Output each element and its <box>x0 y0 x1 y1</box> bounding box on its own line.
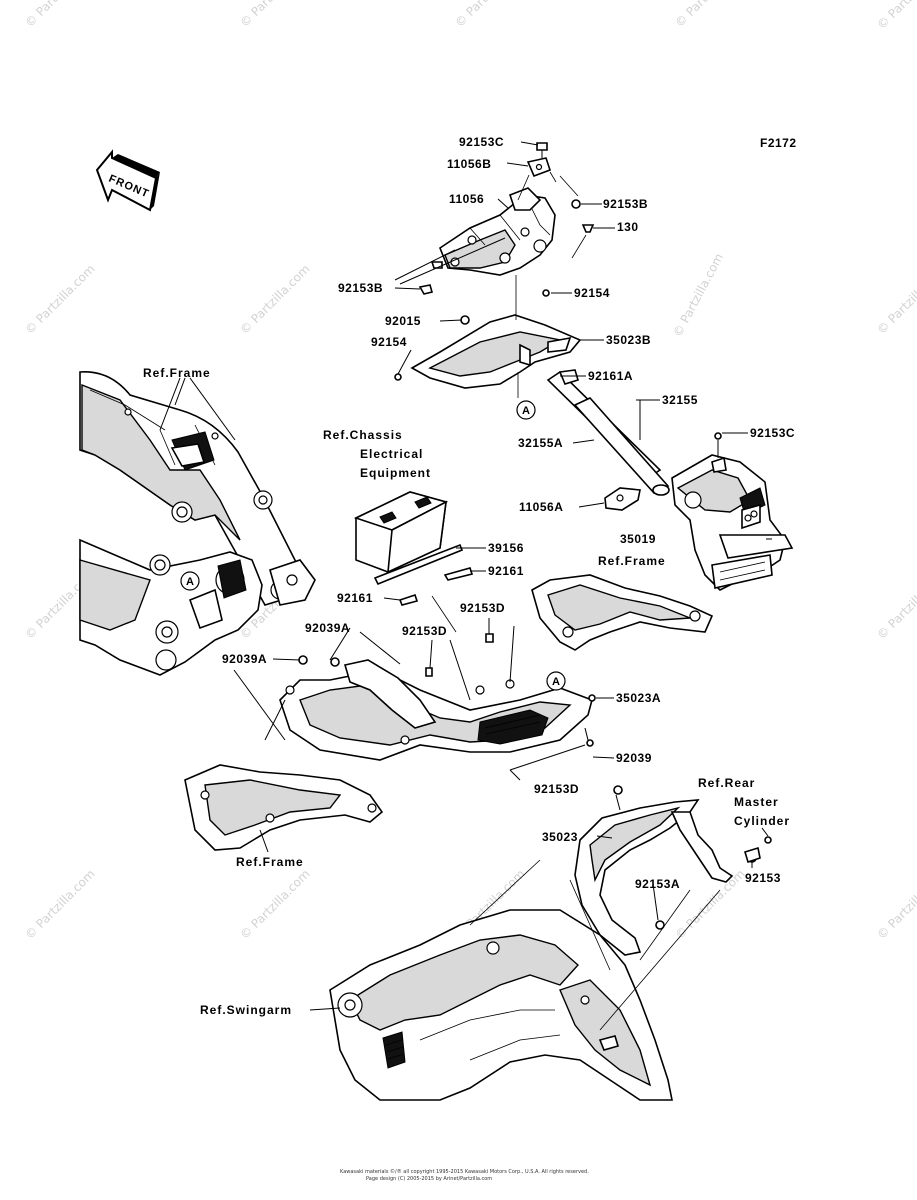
part-label-92153b: 92153B <box>338 281 383 295</box>
battery-illustration <box>353 491 449 574</box>
part-label-92153d: 92153D <box>402 624 447 638</box>
watermark: © Partzilla.com <box>452 0 527 30</box>
ref-chassis-line1: Ref.Chassis <box>323 428 403 442</box>
part-label-92039a: 92039A <box>222 652 267 666</box>
part-label-32155: 32155 <box>662 393 698 407</box>
part-label-92153a: 92153A <box>635 877 680 891</box>
part-label-11056b: 11056B <box>447 157 491 171</box>
part-label-39156: 39156 <box>488 541 524 555</box>
callout-a-left: A <box>180 571 200 591</box>
watermark: © Partzilla.com <box>672 867 747 942</box>
part-label-92015: 92015 <box>385 314 421 328</box>
part-label-130: 130 <box>617 220 639 234</box>
watermark: © Partzilla.com <box>237 0 312 30</box>
frame-left-illustration <box>79 371 301 606</box>
part-label-11056: 11056 <box>449 192 484 206</box>
part-label-92153: 92153 <box>745 871 781 885</box>
ref-frame-bottom: Ref.Frame <box>236 855 304 869</box>
ref-rear-master-line1: Ref.Rear <box>698 776 755 790</box>
frame-lower-left-illustration <box>79 538 316 676</box>
watermark: © Partzilla.com <box>874 0 917 32</box>
callout-marker: A <box>552 676 560 688</box>
ref-swingarm: Ref.Swingarm <box>200 1003 292 1017</box>
part-label-35023: 35023 <box>542 830 578 844</box>
part-label-92153c: 92153C <box>459 135 504 149</box>
watermark: © Partzilla.com <box>672 0 747 30</box>
part-label-92153d: 92153D <box>534 782 579 796</box>
part-label-92161: 92161 <box>337 591 373 605</box>
part-label-92039: 92039 <box>616 751 652 765</box>
part-label-92153c: 92153C <box>750 426 795 440</box>
ref-frame-top: Ref.Frame <box>143 366 211 380</box>
footer: Kawasaki materials ©/® all copyright 199… <box>340 1168 589 1182</box>
cover-35023b-illustration <box>394 314 582 389</box>
callout-marker: A <box>522 405 530 417</box>
callout-a-upper: A <box>516 400 536 420</box>
callout-marker: A <box>186 576 194 588</box>
strap-39156-illustration <box>373 543 474 606</box>
leader-lines <box>159 141 772 1031</box>
figure-id: F2172 <box>760 136 797 150</box>
part-label-92039a: 92039A <box>305 621 350 635</box>
watermark: © Partzilla.com <box>874 262 917 337</box>
reference-labels: Ref.Frame Ref.Chassis Electrical Equipme… <box>143 366 790 1017</box>
part-label-35023a: 35023A <box>616 691 661 705</box>
part-label-35019: 35019 <box>620 532 656 546</box>
part-label-92153b: 92153B <box>603 197 648 211</box>
callout-a-lower: A <box>546 671 566 691</box>
frame-bottom-illustration <box>184 764 384 851</box>
tail-35019-illustration <box>671 432 794 591</box>
front-arrow-icon: FRONT <box>95 149 160 212</box>
watermark: © Partzilla.com <box>670 251 726 339</box>
ref-rear-master-line3: Cylinder <box>734 814 790 828</box>
ref-chassis-line3: Equipment <box>360 466 431 480</box>
watermark: © Partzilla.com <box>22 262 97 337</box>
cover-35023-illustration <box>574 785 772 956</box>
watermark: © Partzilla.com <box>237 867 312 942</box>
part-label-92161a: 92161A <box>588 369 633 383</box>
part-label-92161: 92161 <box>488 564 524 578</box>
cover-35023a-illustration <box>279 633 596 761</box>
tube-32155-illustration <box>546 369 670 496</box>
ref-chassis-line2: Electrical <box>360 447 423 461</box>
watermark: © Partzilla.com <box>874 867 917 942</box>
seat-bracket-illustration <box>418 142 595 297</box>
part-label-92154: 92154 <box>371 335 407 349</box>
footer-copyright: Kawasaki materials ©/® all copyright 199… <box>340 1168 589 1175</box>
part-label-32155a: 32155A <box>518 436 563 450</box>
swingarm-illustration <box>329 909 673 1101</box>
part-labels: 92153C 11056B 11056 92153B 130 92153B 92… <box>222 135 795 891</box>
part-label-92153d: 92153D <box>460 601 505 615</box>
watermark: © Partzilla.com <box>22 867 97 942</box>
watermark: © Partzilla.com <box>237 262 312 337</box>
part-label-35023b: 35023B <box>606 333 651 347</box>
ref-rear-master-line2: Master <box>734 795 779 809</box>
watermark: © Partzilla.com <box>874 567 917 642</box>
ref-frame-right: Ref.Frame <box>598 554 666 568</box>
bracket-11056a-illustration <box>604 487 641 511</box>
part-label-11056a: 11056A <box>519 500 563 514</box>
watermark: © Partzilla.com <box>22 0 97 30</box>
part-label-92154: 92154 <box>574 286 610 300</box>
frame-right-illustration <box>531 574 714 651</box>
footer-page-design: Page design (C) 2005-2015 by Arinet/Part… <box>366 1176 492 1182</box>
